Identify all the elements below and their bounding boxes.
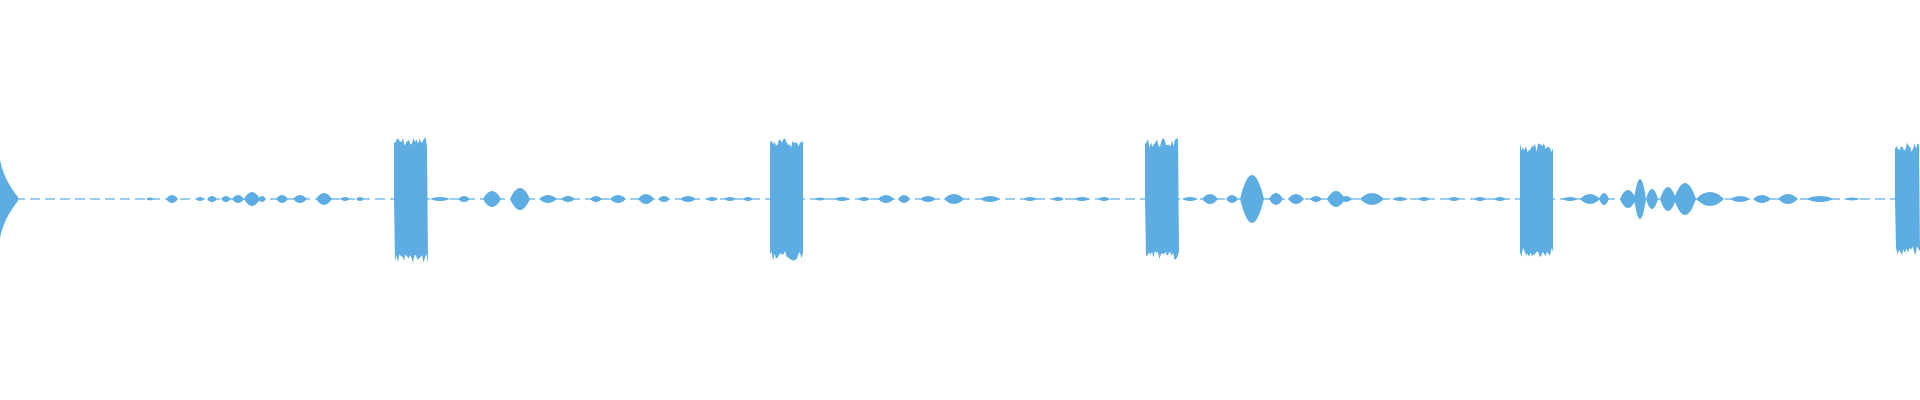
waveform-blip — [1674, 183, 1696, 215]
waveform-blip — [1288, 194, 1304, 204]
waveform-blip — [1844, 197, 1860, 201]
waveform-blip — [590, 196, 602, 202]
waveform-blip — [1696, 192, 1724, 206]
waveform-blip — [316, 193, 332, 205]
waveform-blip — [1599, 193, 1609, 205]
waveform-blip — [1360, 193, 1384, 205]
waveform-blip — [680, 196, 696, 202]
waveform-blip — [458, 196, 470, 202]
waveform-blip — [920, 196, 936, 202]
waveform-blip — [1474, 197, 1486, 201]
waveform-blip — [980, 196, 1000, 202]
waveform-blip — [1494, 197, 1506, 201]
waveform-blip — [814, 197, 826, 201]
waveform-blip — [658, 196, 670, 202]
waveform-blip — [1052, 197, 1064, 201]
waveform-blip — [1098, 197, 1110, 201]
waveform-blip — [539, 195, 557, 203]
waveform-blip — [1778, 194, 1798, 204]
waveform-blip — [610, 195, 626, 203]
waveform-blip — [724, 197, 736, 201]
waveform-blip — [834, 197, 850, 201]
waveform-burst — [394, 137, 428, 263]
waveform-blip — [1226, 195, 1238, 203]
waveform-blip — [1340, 196, 1352, 202]
waveform-burst — [1895, 142, 1920, 256]
waveform-blip — [258, 196, 266, 202]
waveform-events — [0, 137, 1920, 263]
waveform-blip — [743, 197, 753, 201]
waveform-blip — [638, 194, 654, 204]
waveform-blip — [166, 195, 178, 203]
waveform-blip — [430, 197, 450, 201]
waveform-blip — [1580, 194, 1600, 204]
waveform-blip — [221, 196, 231, 202]
waveform-blip — [1310, 196, 1322, 202]
waveform-blip — [1202, 194, 1218, 204]
waveform-blip — [1418, 197, 1430, 201]
waveform-blip — [898, 195, 910, 203]
waveform-blip — [510, 188, 530, 210]
waveform-blip — [858, 197, 870, 201]
waveform-blip — [1448, 197, 1460, 201]
waveform-blip — [483, 191, 501, 207]
waveform-blip — [1634, 179, 1646, 219]
waveform-blip — [276, 195, 288, 203]
waveform-blip — [207, 196, 217, 202]
waveform-blip — [1392, 197, 1408, 201]
waveform-blip — [1730, 196, 1750, 202]
waveform-blip — [244, 192, 260, 206]
waveform-blip — [944, 194, 964, 204]
waveform-blip — [293, 195, 307, 203]
waveform-blip — [1182, 197, 1198, 201]
waveform-blip — [1806, 196, 1834, 202]
waveform-burst — [1145, 138, 1179, 260]
waveform-blip — [706, 197, 718, 201]
waveform-transient — [0, 160, 18, 238]
waveform-blip — [1562, 197, 1578, 201]
waveform-blip — [340, 197, 350, 201]
waveform-blip — [1074, 197, 1090, 201]
waveform-blip — [561, 196, 575, 202]
waveform-blip — [878, 195, 894, 203]
waveform-blip — [356, 197, 364, 201]
waveform-blip — [1620, 190, 1636, 208]
waveform-blip — [232, 195, 244, 203]
waveform-blip — [1646, 189, 1658, 209]
waveform-blip — [1327, 191, 1345, 207]
waveform-burst — [770, 138, 803, 261]
waveform-blip — [1269, 193, 1283, 205]
waveform-blip — [196, 197, 204, 201]
waveform-burst — [1520, 143, 1553, 257]
waveform-blip — [1023, 197, 1037, 201]
waveform-blip — [1240, 175, 1264, 223]
waveform-blip — [1660, 187, 1676, 211]
waveform-blip — [146, 197, 154, 201]
waveform-blip — [1753, 195, 1771, 203]
